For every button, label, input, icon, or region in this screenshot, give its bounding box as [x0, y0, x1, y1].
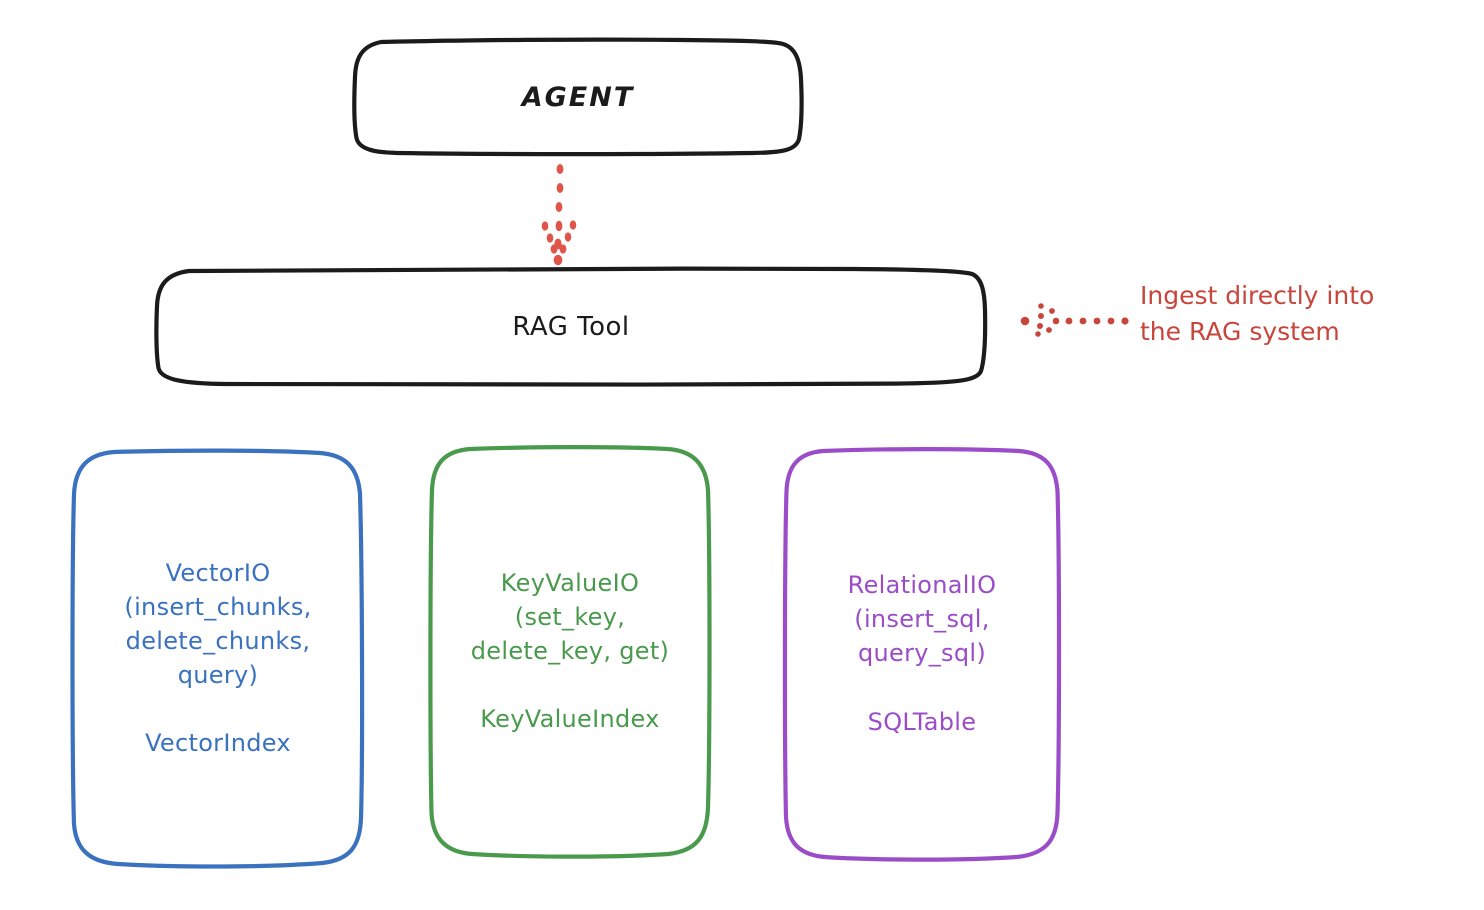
vector-io-node-label: VectorIO (insert_chunks, delete_chunks, …: [124, 558, 312, 758]
relational-io-node[interactable]: RelationalIO (insert_sql, query_sql) SQL…: [782, 447, 1062, 862]
vector-io-node[interactable]: VectorIO (insert_chunks, delete_chunks, …: [70, 448, 366, 869]
ingest-annotation-text: Ingest directly into the RAG system: [1140, 281, 1375, 347]
rag-tool-node[interactable]: RAG Tool: [154, 266, 988, 387]
rag-tool-node-label: RAG Tool: [512, 312, 630, 342]
key-value-io-node-label: KeyValueIO (set_key, delete_key, get) Ke…: [470, 568, 670, 734]
relational-io-node-label: RelationalIO (insert_sql, query_sql) SQL…: [847, 571, 997, 736]
agent-node-label: AGENT: [521, 81, 635, 113]
dotted-down-arrow-icon: [541, 164, 577, 266]
agent-node[interactable]: AGENT: [352, 37, 804, 157]
key-value-io-node[interactable]: KeyValueIO (set_key, delete_key, get) Ke…: [428, 445, 712, 859]
dotted-left-arrow-icon: [1020, 303, 1129, 337]
